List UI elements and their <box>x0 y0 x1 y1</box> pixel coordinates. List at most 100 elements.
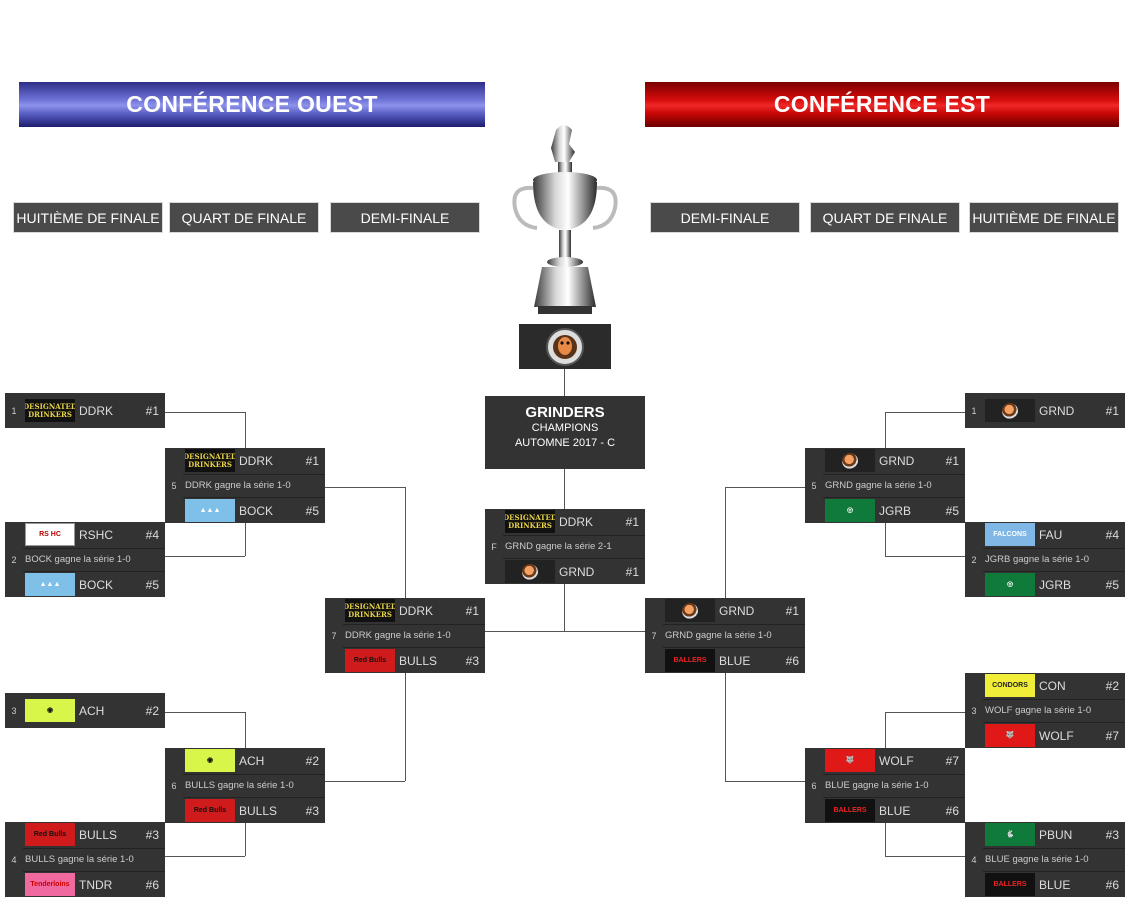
series-number: 2 <box>971 554 977 565</box>
team-seed: #4 <box>1105 527 1119 542</box>
team-row[interactable]: ◎ JGRB #5 <box>983 572 1125 597</box>
round-east-3: DEMI-FINALE <box>650 202 800 233</box>
team-abbr: DDRK <box>559 514 594 529</box>
series-number: 4 <box>11 854 17 865</box>
team-abbr: BULLS <box>79 827 118 842</box>
team-row[interactable]: DESIGNATED DRINKERS DDRK #1 <box>343 598 485 623</box>
series-final[interactable]: F DESIGNATED DRINKERS DDRK #1 GRND gagne… <box>485 509 645 584</box>
team-seed: #2 <box>305 753 319 768</box>
team-logo: ◉ <box>25 699 75 722</box>
team-row[interactable]: DESIGNATED DRINKERS DDRK #1 <box>23 398 165 423</box>
team-row[interactable]: GRND #1 <box>663 598 805 623</box>
team-row[interactable]: 🐇 PBUN #3 <box>983 822 1125 847</box>
team-row[interactable]: 🐺 WOLF #7 <box>823 748 965 773</box>
team-row[interactable]: Red Bulls BULLS #3 <box>23 822 165 847</box>
team-abbr: TNDR <box>79 877 113 892</box>
team-seed: #1 <box>945 453 959 468</box>
team-seed: #1 <box>465 603 479 618</box>
team-logo: DESIGNATED DRINKERS <box>25 399 75 422</box>
series-number: 6 <box>171 780 177 791</box>
team-abbr: GRND <box>559 564 595 579</box>
team-abbr: JGRB <box>879 503 912 518</box>
team-abbr: RSHC <box>79 527 114 542</box>
team-abbr: PBUN <box>1039 827 1073 842</box>
team-abbr: BOCK <box>239 503 274 518</box>
team-row[interactable]: DESIGNATED DRINKERS DDRK #1 <box>183 448 325 473</box>
team-abbr: DDRK <box>239 453 274 468</box>
team-row[interactable]: BALLERS BLUE #6 <box>823 798 965 823</box>
series-west-r3-7[interactable]: 7 DESIGNATED DRINKERS DDRK #1 DDRK gagne… <box>325 598 485 673</box>
series-east-r2-5[interactable]: 5 GRND #1 GRND gagne la série 1-0 ◎ JGRB… <box>805 448 965 523</box>
series-number: 5 <box>811 480 817 491</box>
team-logo: Red Bulls <box>345 649 395 672</box>
team-logo: ◎ <box>985 573 1035 596</box>
series-result: BULLS gagne la série 1-0 <box>183 774 325 798</box>
team-seed: #4 <box>145 527 159 542</box>
series-west-r1-2[interactable]: 2 RS HC RSHC #4 BOCK gagne la série 1-0 … <box>5 522 165 597</box>
team-row[interactable]: ◉ ACH #2 <box>183 748 325 773</box>
series-number: 7 <box>651 630 657 641</box>
team-logo <box>505 560 555 583</box>
team-seed: #6 <box>1105 877 1119 892</box>
team-seed: #3 <box>1105 827 1119 842</box>
team-row[interactable]: DESIGNATED DRINKERS DDRK #1 <box>503 509 645 534</box>
team-logo: ▲▲▲ <box>185 499 235 522</box>
team-row[interactable]: CONDORS CON #2 <box>983 673 1125 698</box>
series-east-r2-6[interactable]: 6 🐺 WOLF #7 BLUE gagne la série 1-0 BALL… <box>805 748 965 823</box>
team-row[interactable]: BALLERS BLUE #6 <box>983 872 1125 897</box>
series-result: GRND gagne la série 2-1 <box>503 535 645 559</box>
series-west-r2-6[interactable]: 6 ◉ ACH #2 BULLS gagne la série 1-0 Red … <box>165 748 325 823</box>
team-row[interactable]: BALLERS BLUE #6 <box>663 648 805 673</box>
team-row[interactable]: GRND #1 <box>503 559 645 584</box>
team-seed: #6 <box>785 653 799 668</box>
team-seed: #1 <box>145 403 159 418</box>
team-abbr: GRND <box>879 453 915 468</box>
team-logo: FALCONS <box>985 523 1035 546</box>
team-row[interactable]: ◎ JGRB #5 <box>823 498 965 523</box>
team-abbr: BULLS <box>399 653 438 668</box>
team-row[interactable]: 🐺 WOLF #7 <box>983 723 1125 748</box>
series-number: 3 <box>11 705 17 716</box>
team-row[interactable]: FALCONS FAU #4 <box>983 522 1125 547</box>
team-logo <box>985 399 1035 422</box>
team-abbr: CON <box>1039 678 1066 693</box>
team-seed: #1 <box>785 603 799 618</box>
series-east-r1-1[interactable]: 1 GRND #1 <box>965 393 1125 428</box>
team-seed: #6 <box>145 877 159 892</box>
team-row[interactable]: Red Bulls BULLS #3 <box>183 798 325 823</box>
series-number: 2 <box>11 554 17 565</box>
team-seed: #1 <box>625 514 639 529</box>
team-seed: #3 <box>145 827 159 842</box>
team-logo: ◉ <box>185 749 235 772</box>
series-result: GRND gagne la série 1-0 <box>823 474 965 498</box>
team-row[interactable]: Tenderloins TNDR #6 <box>23 872 165 897</box>
team-row[interactable]: ▲▲▲ BOCK #5 <box>23 572 165 597</box>
team-logo: RS HC <box>25 523 75 546</box>
series-east-r1-4[interactable]: 4 🐇 PBUN #3 BLUE gagne la série 1-0 BALL… <box>965 822 1125 897</box>
grinders-logo-icon <box>546 327 584 366</box>
grinders-logo-icon <box>1002 402 1018 419</box>
series-east-r3-7[interactable]: 7 GRND #1 GRND gagne la série 1-0 BALLER… <box>645 598 805 673</box>
series-west-r1-4[interactable]: 4 Red Bulls BULLS #3 BULLS gagne la séri… <box>5 822 165 897</box>
team-logo: DESIGNATED DRINKERS <box>345 599 395 622</box>
team-row[interactable]: RS HC RSHC #4 <box>23 522 165 547</box>
team-row[interactable]: Red Bulls BULLS #3 <box>343 648 485 673</box>
round-west-2: QUART DE FINALE <box>169 202 319 233</box>
series-number: 7 <box>331 630 337 641</box>
series-number: 5 <box>171 480 177 491</box>
series-east-r1-3[interactable]: 3 CONDORS CON #2 WOLF gagne la série 1-0… <box>965 673 1125 748</box>
team-row[interactable]: GRND #1 <box>823 448 965 473</box>
series-west-r2-5[interactable]: 5 DESIGNATED DRINKERS DDRK #1 DDRK gagne… <box>165 448 325 523</box>
series-number: 3 <box>971 705 977 716</box>
grinders-logo-icon <box>842 452 858 469</box>
series-west-r1-1[interactable]: 1 DESIGNATED DRINKERS DDRK #1 <box>5 393 165 428</box>
team-abbr: GRND <box>719 603 755 618</box>
team-logo: BALLERS <box>665 649 715 672</box>
team-row[interactable]: GRND #1 <box>983 398 1125 423</box>
team-row[interactable]: ▲▲▲ BOCK #5 <box>183 498 325 523</box>
team-seed: #1 <box>305 453 319 468</box>
team-row[interactable]: ◉ ACH #2 <box>23 698 165 723</box>
round-west-1: HUITIÈME DE FINALE <box>13 202 163 233</box>
series-west-r1-3[interactable]: 3 ◉ ACH #2 <box>5 693 165 728</box>
series-east-r1-2[interactable]: 2 FALCONS FAU #4 JGRB gagne la série 1-0… <box>965 522 1125 597</box>
